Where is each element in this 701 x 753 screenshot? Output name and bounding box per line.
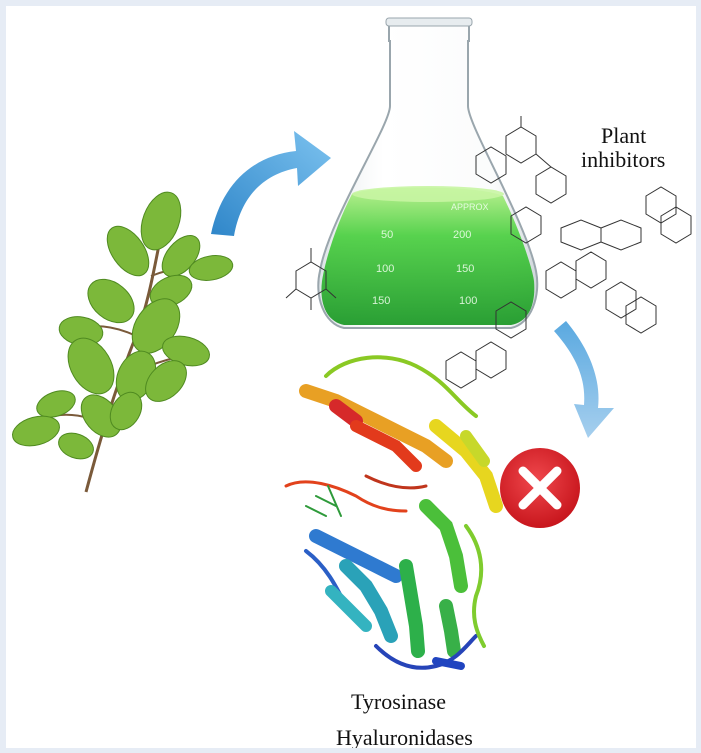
plant-inhibitors-line2: inhibitors — [581, 147, 666, 172]
flask-scale-left-2: 100 — [376, 263, 394, 275]
flask-approx-mark: APPROX — [451, 202, 489, 212]
flask-scale-right-1: 200 — [453, 229, 471, 241]
plant-branch-icon — [12, 191, 234, 493]
plant-inhibitors-label: Plant inhibitors — [581, 124, 665, 172]
scene-graphic: 50 100 150 200 150 100 APPROX — [12, 17, 692, 670]
protein-structure-icon — [284, 355, 503, 670]
flask-scale-right-3: 100 — [459, 295, 477, 307]
curved-arrow-icon — [554, 321, 614, 438]
enzyme-hyaluronidases-label: Hyaluronidases — [336, 725, 473, 749]
flask-scale-right-2: 150 — [456, 263, 474, 275]
flask-scale-left-1: 50 — [381, 229, 393, 241]
curved-arrow-icon — [211, 131, 331, 236]
flask-scale-left-3: 150 — [372, 295, 390, 307]
molecule-icon — [285, 116, 692, 389]
inhibit-cross-icon — [500, 448, 580, 528]
figure-canvas: 50 100 150 200 150 100 APPROX — [6, 6, 696, 748]
enzyme-tyrosinase-label: Tyrosinase — [351, 689, 446, 714]
plant-inhibitors-line1: Plant — [601, 123, 647, 148]
erlenmeyer-flask-icon: 50 100 150 200 150 100 APPROX — [317, 17, 539, 329]
